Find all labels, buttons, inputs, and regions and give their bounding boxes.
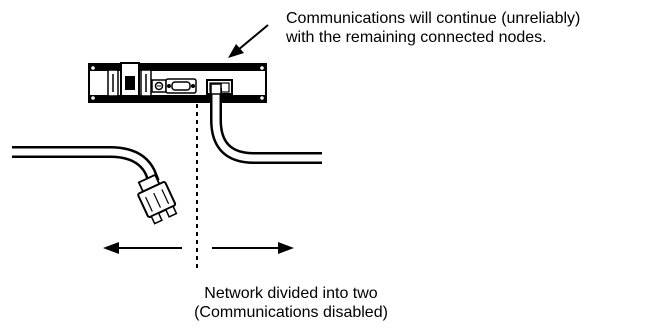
connected-cable <box>210 83 322 164</box>
callout-bottom-line2: (Communications disabled) <box>194 304 388 321</box>
right-arrow <box>212 242 294 254</box>
unplugged-connector <box>137 173 178 225</box>
callout-top-line2: with the remaining connected nodes. <box>286 29 547 46</box>
left-arrow <box>103 242 182 254</box>
callout-bottom-line1: Network divided into two <box>204 285 378 302</box>
callout-top-line1: Communications will continue (unreliably… <box>286 10 581 27</box>
terminal-block <box>107 62 152 97</box>
callout-text-bottom: Network divided into two (Communications… <box>186 284 396 322</box>
disconnected-cable <box>12 146 160 185</box>
dsub-connector <box>165 78 197 94</box>
screw-port <box>151 79 167 93</box>
callout-arrow <box>228 24 269 58</box>
callout-text-top: Communications will continue (unreliably… <box>286 9 580 47</box>
